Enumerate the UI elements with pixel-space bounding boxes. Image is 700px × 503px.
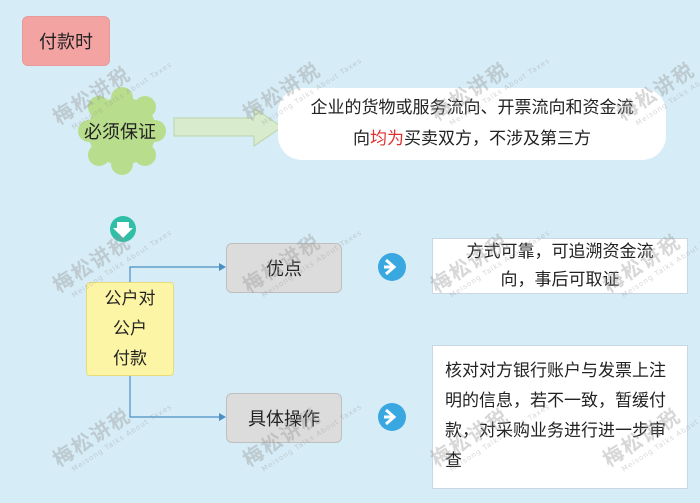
payment-method-line: 付款 (113, 349, 147, 369)
principle-line-2-pre: 向 (353, 129, 370, 149)
principle-highlight: 均为 (370, 129, 404, 149)
payment-method-line: 公户 (113, 319, 147, 339)
badge-label: 必须保证 (84, 122, 156, 143)
badge-shape (78, 87, 166, 175)
payment-method-box: 公户对 公户 付款 (86, 282, 174, 376)
pros-text-line-1: 方式可靠，可追溯资金流 (466, 242, 654, 262)
principle-line-2: 向均为买卖双方，不涉及第三方 (353, 124, 591, 155)
chevron-right-icon (378, 403, 406, 431)
down-arrow-icon (110, 216, 136, 242)
chevron-right-icon (378, 253, 406, 281)
payment-method-line: 公户对 (104, 289, 156, 309)
branch-connector (129, 263, 226, 421)
principle-line-2-post: 买卖双方，不涉及第三方 (404, 129, 591, 149)
page-title: 付款时 (22, 16, 110, 66)
pros-text-box: 方式可靠，可追溯资金流 向，事后可取证 (432, 238, 688, 294)
operation-label: 具体操作 (226, 393, 342, 443)
operation-text-box: 核对对方银行账户与发票上注明的信息，若不一致，暂缓付款，对采购业务进行进一步审查 (432, 345, 688, 489)
principle-box: 企业的货物或服务流向、开票流向和资金流 向均为买卖双方，不涉及第三方 (278, 88, 666, 160)
right-arrow-icon (173, 107, 283, 147)
pros-text-line-2: 向，事后可取证 (500, 270, 620, 290)
pros-label: 优点 (226, 243, 342, 293)
principle-line-1: 企业的货物或服务流向、开票流向和资金流 (310, 98, 634, 118)
